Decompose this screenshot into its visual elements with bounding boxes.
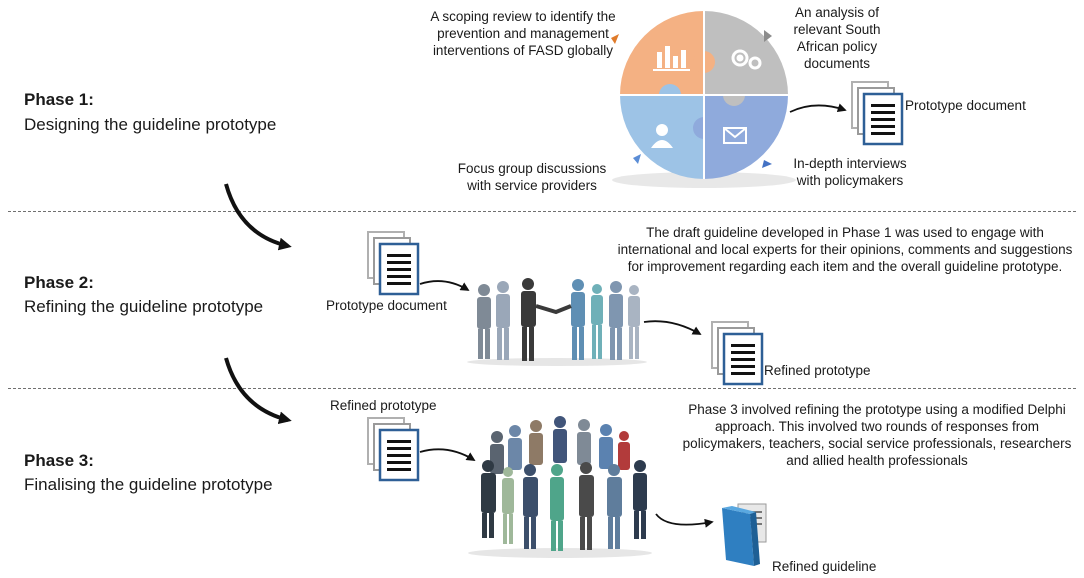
phase1-interviews-note: In-depth interviews with policymakers — [793, 156, 907, 188]
phase2-output-label: Refined prototype — [764, 363, 871, 378]
phase1-focus-group-note: Focus group discussions with service pro… — [457, 161, 607, 193]
phase1-title: Phase 1: — [24, 90, 94, 109]
phase1-scoping-review-note: A scoping review to identify the prevent… — [430, 9, 616, 58]
person-icon — [651, 124, 673, 148]
phase3-input-label: Refined prototype — [330, 398, 437, 413]
phase3-output-label: Refined guideline — [772, 559, 877, 574]
curved-arrow-icon — [224, 357, 292, 425]
phase3-input-document-stack-icon — [366, 416, 420, 482]
phase3-description: Phase 3 involved refining the prototype … — [682, 402, 1072, 468]
phase2-expert-group — [467, 278, 647, 366]
phase2-input-label: Prototype document — [326, 298, 447, 313]
phase2-subtitle: Refining the guideline prototype — [24, 297, 264, 316]
phase2-description: The draft guideline developed in Phase 1… — [617, 225, 1073, 274]
curved-arrow-icon — [224, 183, 292, 251]
phase3-title: Phase 3: — [24, 451, 94, 470]
folder-icon — [722, 503, 767, 566]
divider-1-2 — [8, 211, 1076, 212]
phase1-subtitle: Designing the guideline prototype — [24, 115, 277, 134]
phase2-output-document-stack-icon — [710, 320, 764, 386]
divider-2-3 — [8, 388, 1076, 389]
envelope-icon — [723, 127, 747, 144]
phase1-policy-analysis-note: An analysis of relevant South African po… — [793, 5, 881, 71]
phase1-output-label: Prototype document — [905, 98, 1026, 113]
phase3-subtitle: Finalising the guideline prototype — [24, 475, 273, 494]
phase2-input-document-stack-icon — [366, 230, 420, 296]
phase3-crowd — [468, 416, 652, 558]
phase2-title: Phase 2: — [24, 273, 94, 292]
phase1-document-stack-icon — [850, 80, 904, 146]
gear-icon — [731, 49, 762, 70]
bar-chart-icon — [653, 46, 690, 71]
